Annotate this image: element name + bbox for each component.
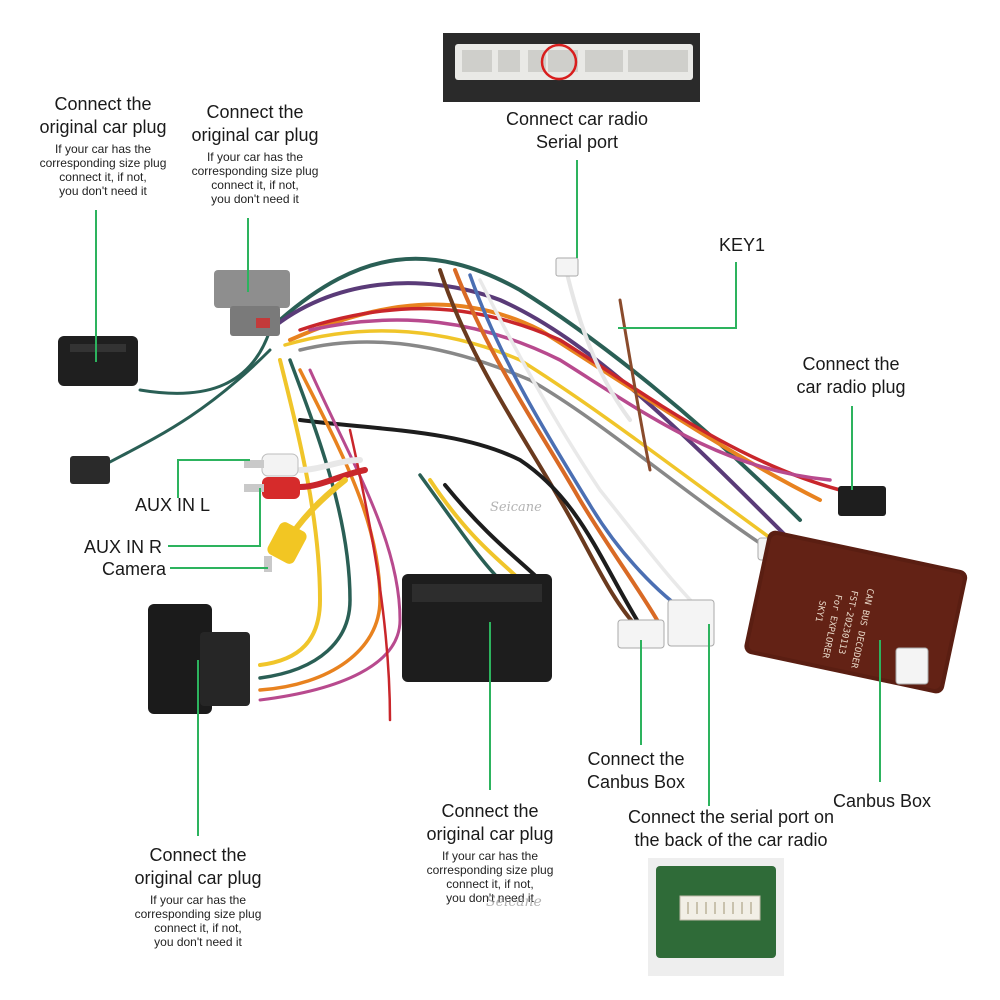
radio-back-serial-photo — [648, 858, 784, 976]
label-plug-bottom-mid: Connect the original car plug If your ca… — [410, 800, 570, 905]
label-note-line: If your car has the — [441, 849, 539, 863]
label-aux-r: AUX IN R — [62, 536, 162, 559]
label-canbus-box: Canbus Box — [822, 790, 942, 813]
label-title-line: Connect the — [441, 801, 539, 821]
label-plug-bottom-left: Connect the original car plug If your ca… — [118, 844, 278, 949]
label-note-line: connect it, if not, — [211, 178, 299, 192]
label-title-line: AUX IN R — [83, 537, 162, 557]
label-note-line: you don't need it — [211, 192, 299, 206]
label-title-line: Connect the serial port on — [627, 807, 835, 827]
plug-small-left — [70, 456, 110, 484]
label-note-line: corresponding size plug — [191, 164, 319, 178]
label-note-line: If your car has the — [149, 893, 247, 907]
label-camera: Camera — [66, 558, 166, 581]
label-note-line: If your car has the — [54, 142, 152, 156]
watermark: Seicane — [490, 500, 542, 515]
plug-top-mid — [214, 270, 290, 336]
label-plug-top-left: Connect the original car plug If your ca… — [28, 93, 178, 198]
label-key1: KEY1 — [712, 234, 772, 257]
label-title-line: original car plug — [191, 125, 319, 145]
plug-bottom-left — [148, 604, 250, 714]
rca-connectors — [244, 453, 307, 572]
plug-bottom-mid — [402, 574, 552, 682]
label-note-line: you don't need it — [154, 935, 242, 949]
wire-bundle — [93, 256, 842, 722]
label-note-line: you don't need it — [59, 184, 147, 198]
label-title-line: Connect the — [587, 749, 685, 769]
label-title-line: original car plug — [39, 117, 167, 137]
label-note-line: corresponding size plug — [426, 863, 554, 877]
label-title-line: Connect the — [802, 354, 900, 374]
label-radio-plug: Connect the car radio plug — [776, 353, 926, 399]
label-title-line: Canbus Box — [586, 772, 686, 792]
label-title-line: Connect car radio — [505, 109, 649, 129]
label-aux-l: AUX IN L — [110, 494, 210, 517]
label-note-line: connect it, if not, — [446, 877, 534, 891]
label-note-line: corresponding size plug — [39, 156, 167, 170]
label-serial-back: Connect the serial port on the back of t… — [606, 806, 856, 852]
label-title-line: Camera — [101, 559, 166, 579]
label-note-line: you don't need it — [446, 891, 534, 905]
label-title-line: Canbus Box — [832, 791, 932, 811]
label-title-line: AUX IN L — [134, 495, 210, 515]
label-title-line: Serial port — [535, 132, 619, 152]
label-title-line: original car plug — [134, 868, 262, 888]
label-note-line: connect it, if not, — [154, 921, 242, 935]
label-title-line: original car plug — [426, 824, 554, 844]
label-note-line: connect it, if not, — [59, 170, 147, 184]
label-serial-port: Connect car radio Serial port — [494, 108, 660, 154]
label-title-line: the back of the car radio — [634, 830, 828, 850]
label-title-line: KEY1 — [718, 235, 766, 255]
plug-top-left — [58, 336, 138, 386]
label-title-line: car radio plug — [796, 377, 906, 397]
highlight-circle — [540, 43, 578, 81]
radio-serial-port-photo — [443, 33, 700, 102]
label-title-line: Connect the — [149, 845, 247, 865]
serial-port-connector — [555, 257, 579, 277]
label-title-line: Connect the — [54, 94, 152, 114]
canbus-box — [744, 530, 968, 694]
watermark: Seicane — [486, 894, 542, 910]
label-canbus-connect: Connect the Canbus Box — [572, 748, 700, 794]
box-print-line-4: SKY1 — [813, 599, 827, 622]
radio-plug — [838, 486, 886, 516]
callout-lines — [95, 160, 881, 836]
label-title-line: Connect the — [206, 102, 304, 122]
label-note-line: If your car has the — [206, 150, 304, 164]
label-note-line: corresponding size plug — [134, 907, 262, 921]
label-plug-top-mid: Connect the original car plug If your ca… — [180, 101, 330, 206]
